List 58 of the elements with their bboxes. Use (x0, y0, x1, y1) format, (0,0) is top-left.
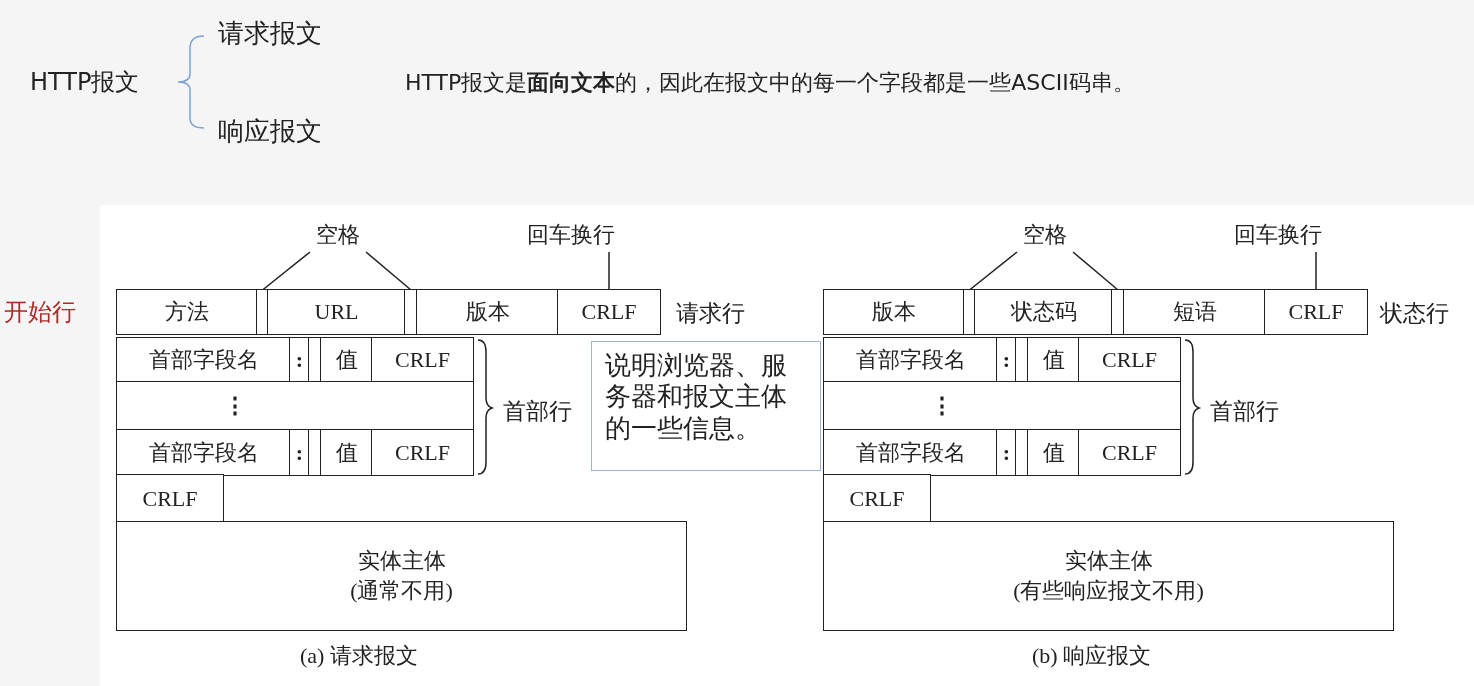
entity-body-box (116, 521, 687, 631)
message-field: 首部字段名 (116, 429, 291, 476)
header-ellipsis-row: ⋮ (823, 381, 1181, 431)
category-text: 响应报文 (218, 116, 322, 148)
message-field: 短语 (1123, 289, 1266, 335)
message-field: 版本 (416, 289, 559, 335)
message-field: 首部字段名 (823, 429, 998, 476)
message-field: CRLF (557, 289, 661, 335)
category-text: 请求报文 (218, 18, 322, 50)
message-field: 值 (1027, 429, 1080, 476)
leader-line (1072, 251, 1119, 291)
message-field: : (996, 337, 1017, 383)
figure-caption: (b) 响应报文 (1032, 642, 1152, 670)
message-field: : (289, 337, 310, 383)
row-caption: 首部行 (503, 398, 572, 426)
body-note: (有些响应报文不用) (1013, 577, 1204, 605)
leader-line (365, 251, 412, 291)
message-field: : (289, 429, 310, 476)
message-field: CRLF (1078, 429, 1181, 476)
body-heading: 实体主体 (357, 547, 446, 575)
leader-line (1315, 251, 1317, 291)
message-field: CRLF (1264, 289, 1368, 335)
leader-line (261, 251, 311, 291)
header-ellipsis-row: ⋮ (116, 381, 474, 431)
message-field: 首部字段名 (116, 337, 291, 383)
note-box: 说明浏览器、服务器和报文主体的一些信息。 (591, 341, 821, 471)
body-note: (通常不用) (350, 577, 453, 605)
message-field: 状态码 (974, 289, 1113, 335)
leader-line (968, 251, 1018, 291)
message-field: URL (267, 289, 406, 335)
message-field: 首部字段名 (823, 337, 998, 383)
message-field: CRLF (371, 337, 474, 383)
row-caption: 首部行 (1210, 398, 1279, 426)
entity-body-box (823, 521, 1394, 631)
annotation-text: 空格 (1023, 221, 1067, 249)
row-caption: 请求行 (676, 300, 745, 328)
row-caption: 状态行 (1380, 300, 1449, 328)
message-field: CRLF (823, 474, 931, 523)
figure-caption: (a) 请求报文 (300, 642, 418, 670)
space-field (256, 289, 269, 335)
annotation-text: 回车换行 (527, 221, 615, 249)
message-field: CRLF (116, 474, 224, 523)
message-field: 值 (1027, 337, 1080, 383)
message-field: 方法 (116, 289, 258, 335)
message-field: 值 (320, 429, 373, 476)
space-field (963, 289, 976, 335)
row-caption: 开始行 (4, 297, 76, 328)
annotation-text: 回车换行 (1234, 221, 1322, 249)
description-text: HTTP报文是面向文本的，因此在报文中的每一个字段都是一些ASCII码串。 (405, 69, 1135, 97)
group-title: HTTP报文 (30, 67, 140, 98)
message-field: : (996, 429, 1017, 476)
body-heading: 实体主体 (1064, 547, 1153, 575)
message-field: CRLF (1078, 337, 1181, 383)
message-field: CRLF (371, 429, 474, 476)
leader-line (608, 251, 610, 291)
message-field: 版本 (823, 289, 965, 335)
message-field: 值 (320, 337, 373, 383)
annotation-text: 空格 (316, 221, 360, 249)
